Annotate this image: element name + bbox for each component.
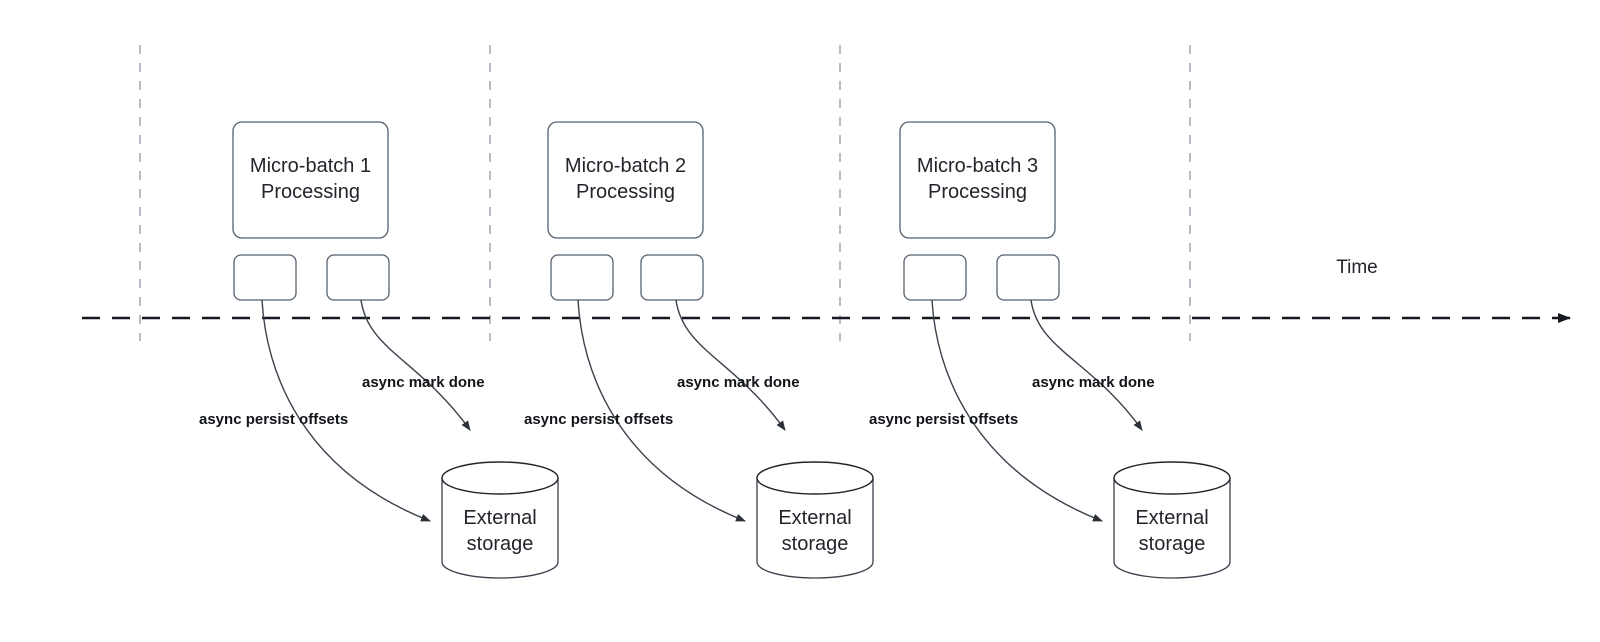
edge-label-async-mark-done-3: async mark done bbox=[1032, 374, 1155, 391]
external-storage-label-line1-1: External bbox=[463, 507, 536, 529]
task-box-mark-done-task-2[interactable] bbox=[640, 254, 704, 301]
task-box-mark-done-task-3[interactable] bbox=[996, 254, 1060, 301]
edge-label-async-mark-done-2: async mark done bbox=[677, 374, 800, 391]
processing-box-1[interactable] bbox=[232, 121, 389, 239]
external-storage-body-2 bbox=[756, 477, 874, 579]
edge-async-persist-offsets-2 bbox=[577, 299, 746, 522]
external-storage-label-line2-1: storage bbox=[467, 533, 534, 555]
external-storage-top-2 bbox=[756, 461, 874, 495]
external-storage-label-line2-2: storage bbox=[782, 533, 849, 555]
edge-label-async-persist-offsets-2: async persist offsets bbox=[524, 411, 673, 428]
external-storage-label-line2-3: storage bbox=[1139, 533, 1206, 555]
external-storage-label-line1-2: External bbox=[778, 507, 851, 529]
processing-box-2[interactable] bbox=[547, 121, 704, 239]
external-storage-body-3 bbox=[1113, 477, 1231, 579]
edge-label-async-persist-offsets-1: async persist offsets bbox=[199, 411, 348, 428]
external-storage-top-1 bbox=[441, 461, 559, 495]
processing-box-title-1: Micro-batch 1 bbox=[250, 155, 371, 177]
time-axis-label: Time bbox=[1336, 257, 1378, 278]
processing-box-title-3: Micro-batch 3 bbox=[917, 155, 1038, 177]
edge-async-mark-done-1 bbox=[360, 299, 471, 431]
edge-label-async-mark-done-1: async mark done bbox=[362, 374, 485, 391]
processing-box-subtitle-3: Processing bbox=[928, 181, 1027, 203]
processing-box-subtitle-1: Processing bbox=[261, 181, 360, 203]
external-storage-top-3 bbox=[1113, 461, 1231, 495]
external-storage-label-line1-3: External bbox=[1135, 507, 1208, 529]
timeline-tick-lines bbox=[139, 45, 1191, 341]
task-box-offset-task-3[interactable] bbox=[903, 254, 967, 301]
edge-async-mark-done-2 bbox=[675, 299, 786, 431]
task-box-mark-done-task-1[interactable] bbox=[326, 254, 390, 301]
edge-async-persist-offsets-3 bbox=[931, 299, 1103, 522]
processing-box-title-2: Micro-batch 2 bbox=[565, 155, 686, 177]
task-box-offset-task-2[interactable] bbox=[550, 254, 614, 301]
processing-box-subtitle-2: Processing bbox=[576, 181, 675, 203]
time-axis: Time bbox=[82, 257, 1571, 323]
edge-async-mark-done-3 bbox=[1030, 299, 1143, 431]
external-storage-body-1 bbox=[441, 477, 559, 579]
edge-async-persist-offsets-1 bbox=[261, 299, 431, 522]
processing-box-3[interactable] bbox=[899, 121, 1056, 239]
edge-label-async-persist-offsets-3: async persist offsets bbox=[869, 411, 1018, 428]
task-box-offset-task-1[interactable] bbox=[233, 254, 297, 301]
